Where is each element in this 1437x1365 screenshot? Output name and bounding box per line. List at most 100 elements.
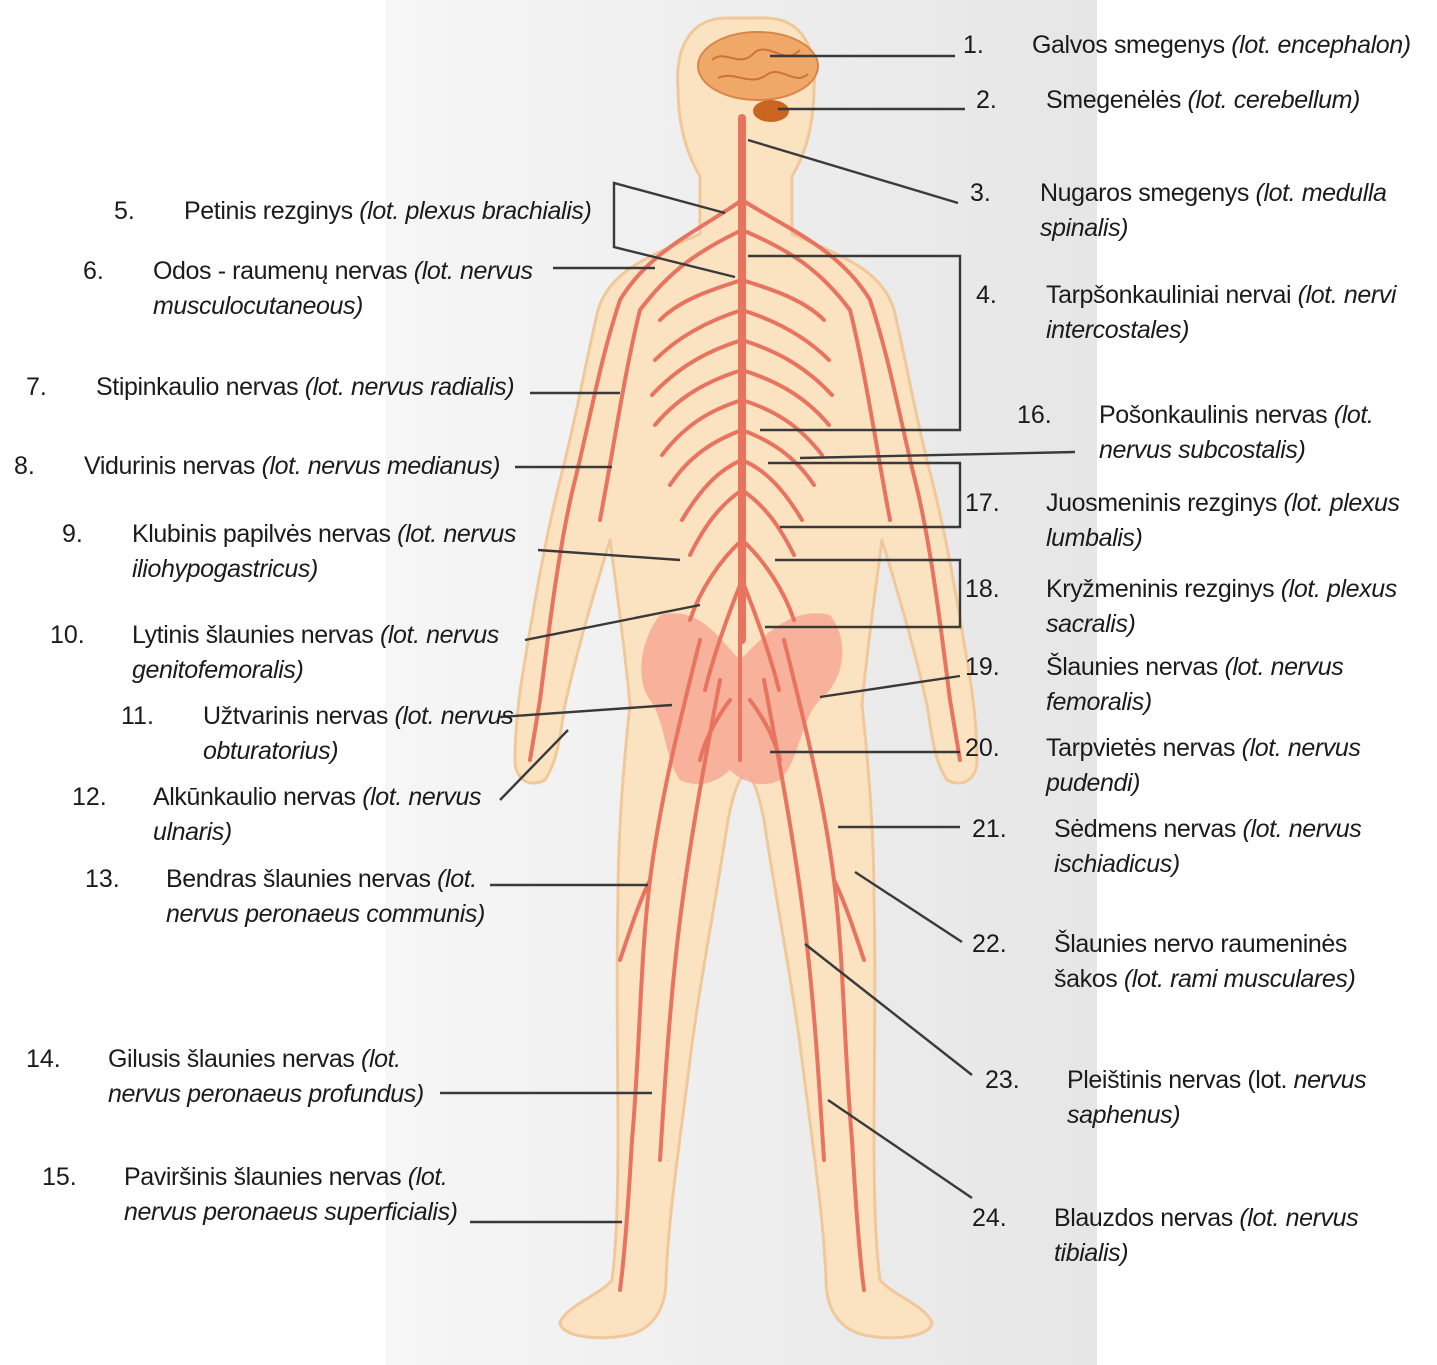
- label-4-latin: (lot. nervi: [1298, 281, 1396, 309]
- label-17-text: Juosmeninis rezginys (lot. plexus lumbali…: [1046, 486, 1400, 556]
- label-20-latin-2: pudendi): [1046, 769, 1140, 797]
- label-17-latin: (lot. plexus: [1284, 489, 1400, 517]
- label-20-latin: (lot. nervus: [1242, 734, 1361, 762]
- label-2-text: Smegenėlės (lot. cerebellum): [1046, 83, 1360, 118]
- label-20-text: Tarpvietės nervas (lot. nervus pudendi): [1046, 731, 1361, 801]
- label-7-text: Stipinkaulio nervas (lot. nervus radiali…: [96, 370, 514, 405]
- label-21-name: Sėdmens nervas: [1054, 815, 1243, 843]
- label-12-latin: (lot. nervus: [362, 783, 481, 811]
- label-9-name: Klubinis papilvės nervas: [132, 520, 397, 548]
- label-7-name: Stipinkaulio nervas: [96, 373, 305, 401]
- label-4-latin-2: intercostales): [1046, 316, 1189, 344]
- label-13-text: Bendras šlaunies nervas (lot.nervus pero…: [166, 862, 485, 932]
- label-24-number: 24.: [972, 1201, 1007, 1236]
- label-23-number: 23.: [985, 1063, 1020, 1098]
- label-18-latin: (lot. plexus: [1281, 575, 1397, 603]
- label-13-number: 13.: [85, 862, 120, 897]
- label-9-number: 9.: [62, 517, 83, 552]
- label-24-text: Blauzdos nervas (lot. nervustibialis): [1054, 1201, 1358, 1271]
- label-18-text: Kryžmeninis rezginys (lot. plexussacrali…: [1046, 572, 1397, 642]
- label-19-text: Šlaunies nervas (lot. nervusfemoralis): [1046, 650, 1343, 720]
- label-3-text: Nugaros smegenys (lot. medullaspinalis): [1040, 176, 1387, 246]
- label-11-number: 11.: [121, 699, 154, 734]
- label-6-latin-2: musculocutaneous): [153, 292, 363, 320]
- label-16-name: Pošonkaulinis nervas: [1099, 401, 1334, 429]
- label-2-name: Smegenėlės: [1046, 86, 1188, 114]
- label-14-latin-2: nervus peronaeus profundus): [108, 1080, 424, 1108]
- label-22-name-2: šakos: [1054, 965, 1124, 993]
- label-15-latin-2: nervus peronaeus superficialis): [124, 1198, 458, 1226]
- label-12-latin-2: ulnaris): [153, 818, 232, 846]
- label-21-number: 21.: [972, 812, 1007, 847]
- label-18-number: 18.: [965, 572, 1000, 607]
- label-23-latin-2: saphenus): [1067, 1101, 1180, 1129]
- label-1-number: 1.: [963, 28, 984, 63]
- label-10-text: Lytinis šlaunies nervas (lot. nervus geni…: [132, 618, 499, 688]
- label-16-number: 16.: [1017, 398, 1052, 433]
- label-20-number: 20.: [965, 731, 1000, 766]
- label-10-name: Lytinis šlaunies nervas: [132, 621, 380, 649]
- label-19-latin: (lot. nervus: [1224, 653, 1343, 681]
- label-20-name: Tarpvietės nervas: [1046, 734, 1242, 762]
- label-10-number: 10.: [50, 618, 85, 653]
- label-12-name: Alkūnkaulio nervas: [153, 783, 362, 811]
- label-17-latin-2: lumbalis): [1046, 524, 1142, 552]
- label-9-text: Klubinis papilvės nervas (lot. nervusili…: [132, 517, 516, 587]
- label-22-name: Šlaunies nervo raumeninės: [1054, 930, 1347, 958]
- label-3-number: 3.: [970, 176, 991, 211]
- label-3-latin-2: spinalis): [1040, 214, 1128, 242]
- label-14-text: Gilusis šlaunies nervas (lot. nervus pero…: [108, 1042, 424, 1112]
- label-23-text: Pleištinis nervas (lot. nervussaphenus): [1067, 1063, 1366, 1133]
- label-6-text: Odos - raumenų nervas (lot. nervusmuscul…: [153, 254, 533, 324]
- label-15-number: 15.: [42, 1160, 77, 1195]
- label-14-latin: (lot.: [361, 1045, 401, 1073]
- label-24-latin: (lot. nervus: [1239, 1204, 1358, 1232]
- label-8-number: 8.: [14, 449, 35, 484]
- label-9-latin: (lot. nervus: [397, 520, 516, 548]
- label-10-latin: (lot. nervus: [380, 621, 499, 649]
- label-17-number: 17.: [965, 486, 1000, 521]
- label-1-name: Galvos smegenys: [1032, 31, 1231, 59]
- label-12-number: 12.: [72, 780, 107, 815]
- label-8-latin: (lot. nervus medianus): [262, 452, 501, 480]
- label-11-latin-2: obturatorius): [203, 737, 338, 765]
- label-11-name: Užtvarinis nervas: [203, 702, 394, 730]
- label-15-name: Paviršinis šlaunies nervas: [124, 1163, 408, 1191]
- label-8-text: Vidurinis nervas (lot. nervus medianus): [84, 449, 500, 484]
- label-4-name: Tarpšonkauliniai nervai: [1046, 281, 1298, 309]
- label-2-number: 2.: [976, 83, 997, 118]
- label-16-latin: (lot.: [1334, 401, 1374, 429]
- label-5-text: Petinis rezginys (lot. plexus brachialis…: [184, 194, 591, 229]
- label-15-text: Paviršinis šlaunies nervas (lot.nervus p…: [124, 1160, 458, 1230]
- label-21-latin: (lot. nervus: [1243, 815, 1362, 843]
- label-6-name: Odos - raumenų nervas: [153, 257, 414, 285]
- label-19-number: 19.: [965, 650, 1000, 685]
- label-13-name: Bendras šlaunies nervas: [166, 865, 437, 893]
- label-7-number: 7.: [26, 370, 47, 405]
- label-16-text: Pošonkaulinis nervas (lot.nervus subcost…: [1099, 398, 1373, 468]
- label-21-latin-2: ischiadicus): [1054, 850, 1180, 878]
- label-11-text: Užtvarinis nervas (lot. nervus obturatori…: [203, 699, 513, 769]
- label-23-name: Pleištinis nervas (lot.: [1067, 1066, 1294, 1094]
- label-12-text: Alkūnkaulio nervas (lot. nervus ulnaris): [153, 780, 481, 850]
- label-8-name: Vidurinis nervas: [84, 452, 262, 480]
- label-1-text: Galvos smegenys (lot. encephalon): [1032, 28, 1411, 63]
- label-13-latin-2: nervus peronaeus communis): [166, 900, 485, 928]
- cerebellum: [753, 100, 789, 122]
- label-19-latin-2: femoralis): [1046, 688, 1152, 716]
- label-22-text: Šlaunies nervo raumeninėsšakos (lot. ram…: [1054, 927, 1355, 997]
- label-14-number: 14.: [26, 1042, 61, 1077]
- label-3-latin: (lot. medulla: [1256, 179, 1387, 207]
- label-14-name: Gilusis šlaunies nervas: [108, 1045, 361, 1073]
- label-5-number: 5.: [114, 194, 135, 229]
- brain: [698, 32, 818, 100]
- label-17-name: Juosmeninis rezginys: [1046, 489, 1284, 517]
- label-4-text: Tarpšonkauliniai nervai (lot. nervi inter…: [1046, 278, 1396, 348]
- label-7-latin: (lot. nervus radialis): [305, 373, 514, 401]
- label-6-number: 6.: [83, 254, 104, 289]
- label-10-latin-2: genitofemoralis): [132, 656, 303, 684]
- label-11-latin: (lot. nervus: [394, 702, 513, 730]
- label-4-number: 4.: [976, 278, 997, 313]
- label-24-name: Blauzdos nervas: [1054, 1204, 1239, 1232]
